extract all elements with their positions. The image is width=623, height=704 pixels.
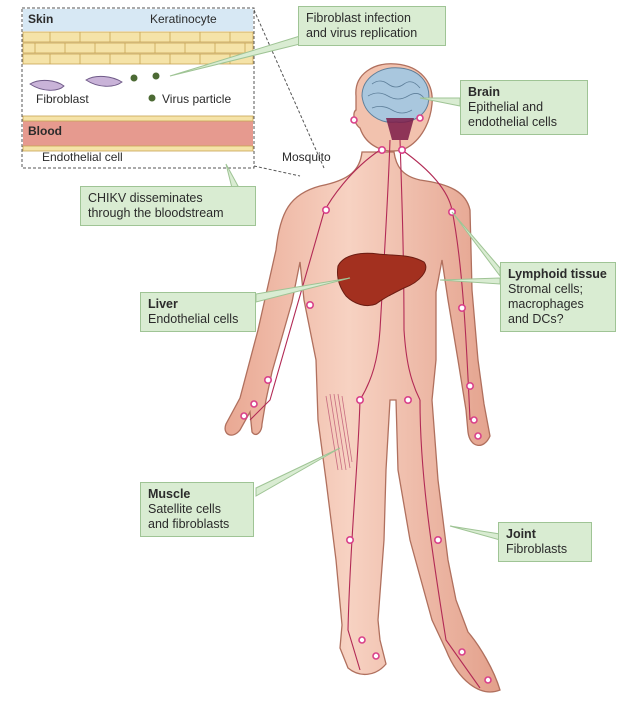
endothelial-cell-label: Endothelial cell [42, 150, 123, 164]
callout-fibroblast-infection: Fibroblast infection and virus replicati… [298, 6, 446, 46]
keratinocyte-label: Keratinocyte [150, 12, 217, 26]
skin-band [23, 9, 253, 31]
liver-text: Endothelial cells [148, 312, 248, 327]
keratinocyte-layers [23, 32, 253, 64]
brain-text: Epithelial and endothelial cells [468, 100, 580, 130]
mosquito-label: Mosquito [282, 150, 331, 164]
callout-joint: Joint Fibroblasts [498, 522, 592, 562]
liver-title: Liver [148, 297, 248, 312]
brain-shape [362, 68, 429, 123]
dissemination-text: CHIKV disseminates through the bloodstre… [88, 191, 248, 221]
lymphoid-text: Stromal cells; macrophages and DCs? [508, 282, 608, 327]
brain-title: Brain [468, 85, 580, 100]
callout-muscle: Muscle Satellite cells and fibroblasts [140, 482, 254, 537]
muscle-title: Muscle [148, 487, 246, 502]
body-silhouette [225, 152, 500, 692]
callout-brain: Brain Epithelial and endothelial cells [460, 80, 588, 135]
callout-lymphoid: Lymphoid tissue Stromal cells; macrophag… [500, 262, 616, 332]
lymphoid-title: Lymphoid tissue [508, 267, 608, 282]
muscle-text: Satellite cells and fibroblasts [148, 502, 246, 532]
virus-particle-label: Virus particle [162, 92, 231, 106]
joint-text: Fibroblasts [506, 542, 584, 557]
joint-title: Joint [506, 527, 584, 542]
blood-label: Blood [28, 124, 62, 138]
callout-liver: Liver Endothelial cells [140, 292, 256, 332]
fibroblast-label: Fibroblast [36, 92, 89, 106]
fibroblast-infection-text: Fibroblast infection and virus replicati… [306, 11, 438, 41]
callout-dissemination: CHIKV disseminates through the bloodstre… [80, 186, 256, 226]
skin-blood-inset [22, 8, 254, 168]
skin-label: Skin [28, 12, 53, 26]
